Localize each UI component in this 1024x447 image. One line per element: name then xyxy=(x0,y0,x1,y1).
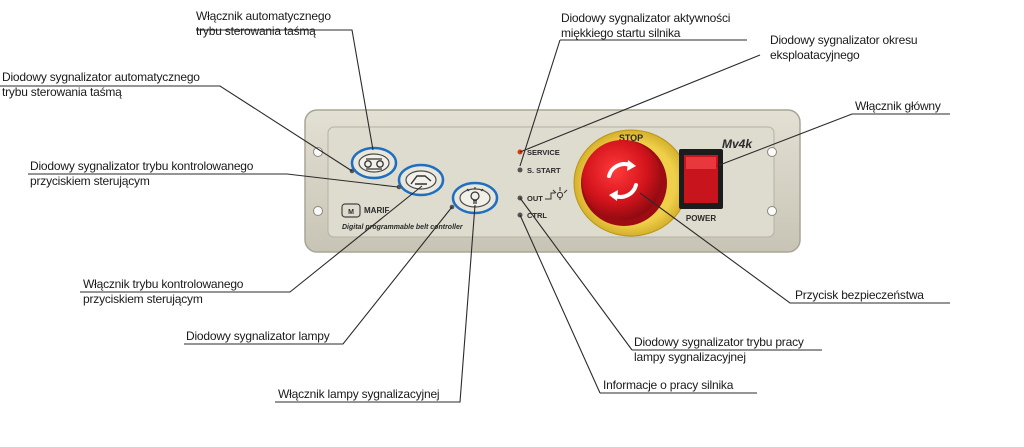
callout-emergency: Przycisk bezpieczeństwa xyxy=(795,288,924,303)
callout-button-mode-switch-line2: przyciskiem sterującym xyxy=(83,292,203,306)
power-label: POWER xyxy=(686,214,716,223)
callout-lamp-mode-line1: Diodowy sygnalizator trybu pracy xyxy=(634,335,804,349)
panel-caption: Digital programmable belt controller xyxy=(342,224,464,231)
callout-soft-start: Diodowy sygnalizator aktywności miękkieg… xyxy=(561,11,730,41)
service-label: SERVICE xyxy=(527,148,560,157)
hand-icon xyxy=(410,175,432,185)
leader-soft-start xyxy=(519,39,747,167)
lamp-mode-icon xyxy=(545,187,568,200)
ctrl-label: CTRL xyxy=(527,211,547,220)
callout-button-mode-led: Diodowy sygnalizator trybu kontrolowaneg… xyxy=(30,159,253,189)
callout-emergency-line1: Przycisk bezpieczeństwa xyxy=(795,288,924,302)
leader-auto-switch xyxy=(196,29,374,151)
brand-logo-icon: M xyxy=(341,203,361,218)
lamp-switch[interactable] xyxy=(451,181,499,215)
callout-soft-start-line1: Diodowy sygnalizator aktywności xyxy=(561,11,731,25)
stop-label: STOP xyxy=(619,133,643,143)
brand-name: MARIF xyxy=(364,206,389,215)
callout-soft-start-line2: miękkiego startu silnika xyxy=(561,26,681,40)
leader-emergency xyxy=(639,192,950,304)
callout-lamp-switch-line1: Włącznik lampy sygnalizacyjnej xyxy=(278,387,440,401)
leader-button-mode-switch xyxy=(80,185,423,293)
callout-lamp-mode: Diodowy sygnalizator trybu pracy lampy s… xyxy=(634,335,804,365)
mount-hole xyxy=(767,147,777,157)
model-label: Mv4k xyxy=(722,137,753,151)
leader-lamp-switch xyxy=(275,204,476,403)
leader-auto-led xyxy=(0,85,353,172)
callout-auto-switch-line1: Włącznik automatycznego xyxy=(196,9,331,23)
leader-lines xyxy=(0,29,950,403)
auto-mode-switch[interactable] xyxy=(350,146,398,180)
leader-service xyxy=(519,54,761,153)
main-power-switch[interactable] xyxy=(679,149,723,209)
callout-button-mode-switch-line1: Włącznik trybu kontrolowanego xyxy=(83,277,244,291)
callout-service: Diodowy sygnalizator okresu eksploatacyj… xyxy=(770,33,918,63)
leader-lamp-led xyxy=(184,206,453,345)
callout-motor-info-line1: Informacje o pracy silnika xyxy=(603,378,734,392)
leader-main-switch xyxy=(716,113,950,167)
callout-lamp-led-line1: Diodowy sygnalizator lampy xyxy=(186,329,330,343)
svg-text:M: M xyxy=(348,209,354,216)
callout-auto-led-line2: trybu sterowania taśmą xyxy=(2,85,122,99)
mount-hole xyxy=(313,206,323,216)
lamp-icon xyxy=(466,187,484,204)
leader-lamp-mode xyxy=(519,197,822,351)
button-mode-led xyxy=(396,184,402,190)
button-mode-switch[interactable] xyxy=(397,163,445,197)
leader-button-mode-led xyxy=(28,173,399,188)
callout-button-mode-switch: Włącznik trybu kontrolowanego przyciskie… xyxy=(83,277,243,307)
belt-icon xyxy=(364,158,384,170)
soft-start-led xyxy=(517,167,523,173)
callout-motor-info: Informacje o pracy silnika xyxy=(603,378,733,393)
callout-lamp-led: Diodowy sygnalizator lampy xyxy=(186,329,330,344)
callout-service-line1: Diodowy sygnalizator okresu xyxy=(770,33,918,47)
out-label: OUT xyxy=(527,194,543,203)
callout-main-switch-line1: Włącznik główny xyxy=(855,99,941,113)
callout-auto-led-line1: Diodowy sygnalizator automatycznego xyxy=(2,70,200,84)
callout-service-line2: eksploatacyjnego xyxy=(770,48,860,62)
callout-lamp-mode-line2: lampy sygnalizacyjnej xyxy=(634,350,746,364)
mount-hole xyxy=(767,206,777,216)
soft-start-label: S. START xyxy=(527,166,561,175)
callout-main-switch: Włącznik główny xyxy=(855,99,941,114)
callout-auto-switch-line2: trybu sterowania taśmą xyxy=(196,24,316,38)
callout-lamp-switch: Włącznik lampy sygnalizacyjnej xyxy=(278,387,440,402)
emergency-stop-button[interactable]: STOP xyxy=(573,129,689,237)
callout-button-mode-led-line2: przyciskiem sterującym xyxy=(30,174,150,188)
callout-button-mode-led-line1: Diodowy sygnalizator trybu kontrolowaneg… xyxy=(30,159,254,173)
callout-auto-switch: Włącznik automatycznego trybu sterowania… xyxy=(196,9,331,39)
callout-auto-led: Diodowy sygnalizator automatycznego tryb… xyxy=(2,70,200,100)
leader-motor-info xyxy=(519,214,757,394)
